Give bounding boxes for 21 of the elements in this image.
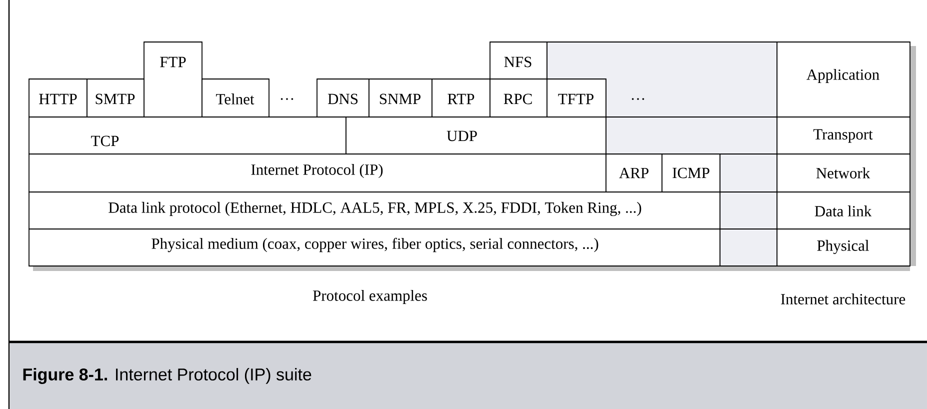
protocol-box: HTTP <box>28 78 88 118</box>
ellipsis: … <box>280 98 294 100</box>
protocol-box: ARP <box>606 154 662 192</box>
protocol-box: NFS <box>490 42 548 80</box>
protocol-box: RPC <box>490 78 548 118</box>
protocol-box: Physical medium (coax, copper wires, fiber optics, serial connectors, ...) <box>28 228 720 266</box>
layer-box: Physical <box>776 228 910 266</box>
layer-box: Network <box>776 154 910 192</box>
protocol-box: FTP <box>144 42 202 118</box>
protocol-box: TFTP <box>546 78 606 118</box>
section-label: Protocol examples <box>312 290 427 304</box>
protocol-box: Telnet <box>202 78 270 118</box>
protocol-box: ICMP <box>662 154 720 192</box>
layer-box: Data link <box>776 192 910 230</box>
protocol-box: SMTP <box>86 78 144 118</box>
section-label: Internet architecture <box>780 294 906 304</box>
figure-caption: Figure 8-1. Internet Protocol (IP) suite <box>23 368 312 384</box>
protocol-box: DNS <box>316 78 370 118</box>
protocol-box: SNMP <box>368 78 432 118</box>
layer-box: Transport <box>776 116 910 154</box>
protocol-box: RTP <box>432 78 490 118</box>
